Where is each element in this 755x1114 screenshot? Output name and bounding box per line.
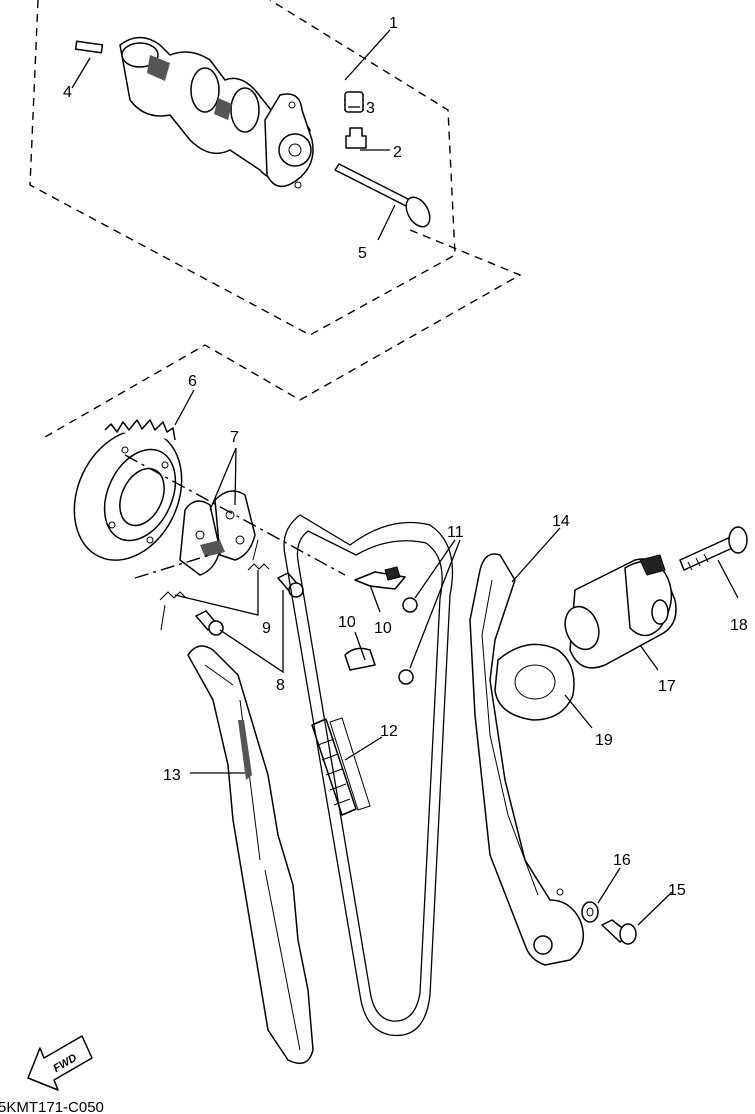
chain-guide-rear (469, 553, 585, 966)
decompression-pin (345, 127, 367, 149)
callout-5: 5 (358, 245, 367, 262)
callout-14: 14 (552, 513, 570, 530)
diagram-code: 5KMT171-C050 (0, 1099, 104, 1114)
callout-10-lower: 10 (338, 614, 356, 631)
camshaft (74, 36, 314, 189)
chain-guide-stoppers (344, 566, 418, 685)
callout-9: 9 (262, 620, 271, 637)
callout-10-upper: 10 (374, 620, 392, 637)
callout-1: 1 (389, 15, 398, 32)
callout-18: 18 (730, 617, 748, 634)
cam-chain (283, 514, 454, 1037)
callout-7: 7 (230, 429, 239, 446)
decompression-spring (344, 91, 364, 113)
leader-lines (71, 29, 739, 926)
callout-15: 15 (668, 882, 686, 899)
tensioner-guide-washer (581, 901, 599, 923)
callout-17: 17 (658, 678, 676, 695)
chain-guide-front (187, 645, 314, 1065)
callout-11: 11 (447, 524, 464, 541)
callout-4: 4 (63, 84, 72, 101)
callout-16: 16 (613, 852, 631, 869)
callout-2: 2 (393, 144, 402, 161)
decompression-shaft (334, 163, 431, 228)
callout-3: 3 (366, 100, 375, 117)
assembly-centerline (124, 454, 346, 576)
callout-8: 8 (276, 677, 285, 694)
camshaft-assembly-boundary (29, 0, 522, 438)
callout-numbers: 1 3 2 4 5 6 7 9 8 10 10 11 12 13 14 18 1… (63, 15, 748, 899)
assembly-centerline-left (134, 554, 211, 579)
decompressor-springs (159, 539, 270, 631)
cam-chain-links (311, 717, 371, 816)
tensioner-gasket (494, 643, 575, 721)
tensioner-bolt (679, 526, 748, 571)
callout-6: 6 (188, 373, 197, 390)
cam-chain-tensioner (564, 554, 677, 669)
callout-13: 13 (163, 767, 181, 784)
decompressor-bolts (195, 572, 304, 636)
callout-19: 19 (595, 732, 613, 749)
decompressor-plates (179, 490, 256, 576)
forward-direction-arrow: FWD (27, 1035, 93, 1091)
cam-sprocket (73, 419, 183, 561)
tensioner-guide-bolt (601, 919, 637, 945)
callout-12: 12 (380, 723, 398, 740)
